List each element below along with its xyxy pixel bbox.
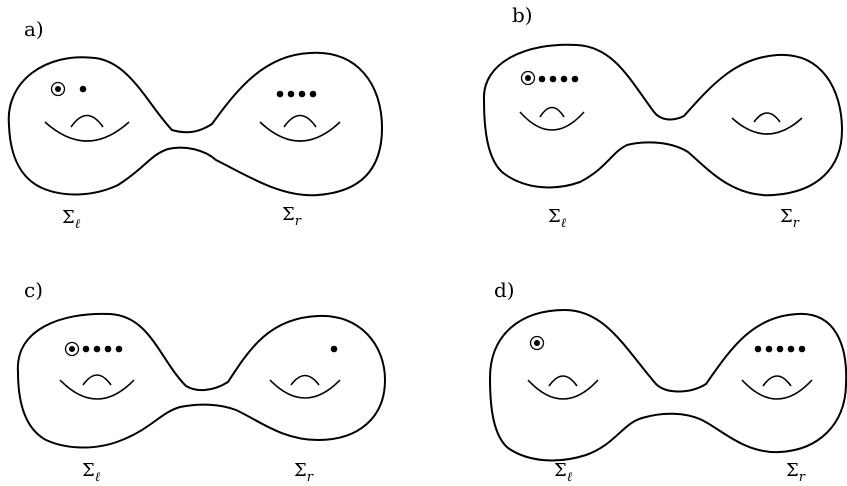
puncture-point — [298, 90, 306, 98]
panel-d-label: d) — [494, 278, 515, 302]
right-handle-upper-arc — [762, 375, 792, 387]
puncture-point — [571, 75, 579, 83]
left-handle-lower-arc — [527, 379, 599, 400]
circled-marked-point — [520, 70, 536, 86]
puncture-point — [93, 345, 101, 353]
puncture-point — [79, 85, 87, 93]
sigma-left-label: Σℓ — [82, 460, 101, 485]
puncture-point — [754, 345, 762, 353]
puncture-point — [82, 345, 90, 353]
sigma-right-label: Σr — [786, 460, 806, 485]
left-handle-lower-arc — [59, 379, 135, 400]
left-handle-upper-arc — [548, 375, 578, 387]
puncture-point — [104, 345, 112, 353]
genus-two-surface-outline — [16, 312, 386, 449]
puncture-point — [309, 90, 317, 98]
right-handle-lower-arc — [259, 121, 341, 142]
puncture-point — [276, 90, 284, 98]
puncture-point — [776, 345, 784, 353]
panel-a-label: a) — [24, 17, 44, 41]
genus-two-surface-outline — [482, 43, 843, 197]
sigma-left-label: Σℓ — [548, 206, 567, 231]
sigma-right-label: Σr — [294, 460, 314, 485]
left-handle-lower-arc — [519, 111, 585, 131]
circled-marked-point — [529, 335, 545, 351]
puncture-point — [787, 345, 795, 353]
right-handle-lower-arc — [741, 379, 813, 400]
sigma-right-label: Σr — [282, 204, 302, 229]
puncture-point — [538, 75, 546, 83]
panel-d: d) Σℓ Σr — [489, 278, 847, 485]
puncture-point — [330, 345, 338, 353]
puncture-point — [798, 345, 806, 353]
panel-b-label: b) — [512, 3, 533, 27]
puncture-point — [560, 75, 568, 83]
puncture-point — [115, 345, 123, 353]
left-handle-upper-arc — [82, 374, 112, 386]
circled-marked-point — [64, 341, 80, 357]
right-handle-upper-arc — [283, 114, 317, 128]
sigma-left-label: Σℓ — [554, 460, 573, 485]
panel-a: a) Σℓ Σr — [7, 17, 383, 232]
puncture-point — [287, 90, 295, 98]
left-handle-upper-arc — [70, 114, 104, 128]
right-handle-upper-arc — [753, 112, 781, 123]
left-handle-upper-arc — [539, 106, 565, 118]
panel-c-label: c) — [24, 278, 43, 302]
puncture-point — [549, 75, 557, 83]
right-handle-lower-arc — [269, 379, 341, 399]
puncture-point — [765, 345, 773, 353]
right-handle-lower-arc — [731, 117, 803, 135]
right-handle-upper-arc — [290, 374, 320, 386]
genus-two-surface-outline — [7, 51, 383, 197]
sigma-left-label: Σℓ — [62, 207, 81, 232]
left-handle-lower-arc — [44, 121, 130, 142]
sigma-right-label: Σr — [780, 206, 800, 231]
panel-b: b) Σℓ Σr — [482, 3, 843, 231]
circled-marked-point — [50, 81, 66, 97]
genus-two-surface-outline — [489, 309, 847, 462]
panel-c: c) Σℓ Σr — [16, 278, 386, 485]
